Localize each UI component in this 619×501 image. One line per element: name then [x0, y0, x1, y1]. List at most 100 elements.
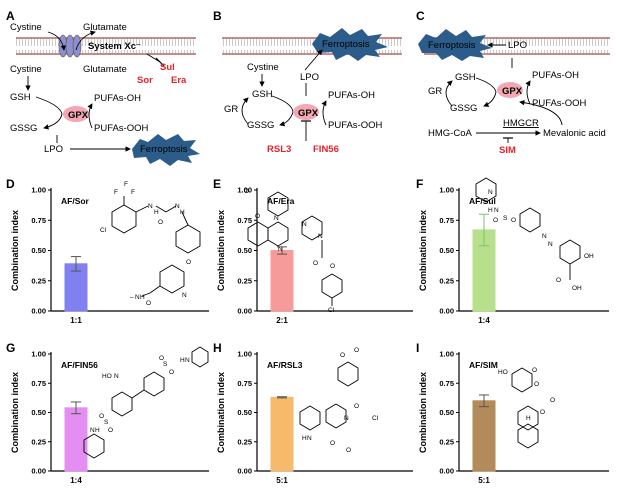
y-tick-label-e-2: 0.50 [237, 246, 252, 255]
y-tick-label-e-3: 0.75 [237, 216, 252, 225]
atom-o4: O [330, 263, 335, 270]
y-tick-label-g-2: 0.50 [31, 408, 46, 417]
label-gsh-c: GSH [455, 72, 476, 83]
atom-o2: O [534, 381, 539, 388]
label-cystine-out: Cystine [10, 22, 42, 33]
atom-n4: N [318, 233, 323, 240]
structure-sulfasalazine: N H N S O O N N OH O OH [475, 177, 594, 292]
chart-title-g: AF/FIN56 [61, 360, 98, 370]
atom-h: H [526, 415, 531, 422]
panel-g-letter: G [6, 341, 15, 355]
y-tick-label-h-2: 0.50 [237, 408, 252, 417]
atom-n1: N [488, 189, 493, 196]
y-tick-label-f-2: 0.50 [439, 246, 454, 255]
label-gssg-c: GSSG [450, 103, 477, 114]
y-tick-label-f-1: 0.25 [439, 276, 454, 285]
atom-h1: H [154, 209, 159, 216]
atom-n3: N [182, 292, 187, 299]
chart-title-h: AF/RSL3 [267, 360, 303, 370]
y-axis-label-g: Combination index [10, 372, 20, 453]
y-tick-label-h-0: 0.00 [237, 467, 252, 476]
atom-o2: O [511, 217, 516, 224]
atom-cl: Cl [328, 307, 335, 314]
gpx-enzyme-b [293, 104, 319, 120]
atom-n1: N [185, 357, 190, 364]
atom-o3: O [540, 409, 545, 416]
atom-cl: Cl [100, 227, 107, 234]
y-tick-label-i-1: 0.25 [439, 437, 454, 446]
label-gssg-b: GSSG [247, 120, 274, 131]
atom-n1: N [148, 203, 153, 210]
label-gr-b: GR [224, 104, 238, 115]
atom-n2: N [494, 207, 499, 214]
y-tick-label-i-0: 0.00 [439, 467, 454, 476]
atom-f3: F [131, 189, 135, 196]
chart-title-i: AF/SIM [469, 360, 498, 370]
inhibitor-fin56: FIN56 [313, 144, 339, 155]
label-gpx-c: GPX [502, 86, 523, 97]
y-tick-label-d-4: 1.00 [31, 186, 46, 195]
y-tick-label-d-1: 0.25 [31, 276, 46, 285]
y-tick-label-g-4: 1.00 [31, 350, 46, 359]
panel-c: C Ferroptosis LPO GSH GR GSSG GPX PUFAs-… [416, 9, 610, 156]
atom-o3: O [556, 277, 561, 284]
atom-h3: H [140, 294, 145, 301]
atom-s2: S [104, 419, 109, 426]
y-tick-label-i-4: 1.00 [439, 350, 454, 359]
atom-o4: O [330, 440, 335, 447]
y-tick-label-f-3: 0.75 [439, 216, 454, 225]
label-cystine-in: Cystine [10, 64, 42, 75]
atom-o3: O [313, 260, 318, 267]
bar-i [472, 400, 496, 472]
label-hmgcoa: HMG-CoA [428, 128, 472, 139]
label-glutamate-in: Glutamate [83, 64, 127, 75]
atom-n1: N [274, 215, 279, 222]
chart-title-e: AF/Era [267, 196, 295, 206]
label-system-xc: System Xc⁻ [88, 41, 141, 52]
inhibitor-sul: Sul [160, 62, 175, 73]
atom-n3: N [542, 233, 547, 240]
label-pufa-oh-a: PUFAs-OH [94, 93, 141, 104]
label-pufa-ooh-c: PUFAs-OOH [532, 98, 587, 109]
label-mevalonic-acid: Mevalonic acid [543, 128, 606, 139]
atom-f1: F [114, 189, 118, 196]
atom-o1: O [244, 188, 249, 195]
category-label-d: 1:1 [70, 316, 82, 325]
panel-e-letter: E [213, 177, 221, 191]
y-axis-label-f: Combination index [418, 210, 428, 291]
label-lpo-c: LPO [508, 40, 527, 51]
atom-n2: N [278, 246, 283, 253]
y-tick-label-f-4: 1.00 [439, 186, 454, 195]
y-tick-label-g-1: 0.25 [31, 437, 46, 446]
atom-o5: O [346, 447, 351, 454]
label-gsh-a: GSH [10, 92, 31, 103]
label-ferroptosis-b: Ferroptosis [322, 39, 370, 50]
ferroptosis-burst-c [418, 29, 492, 61]
atom-ho: HO [102, 373, 112, 380]
atom-oh2: OH [572, 285, 582, 292]
label-pufa-ooh-b: PUFAs-OOH [328, 120, 383, 131]
atom-n2: N [175, 203, 180, 210]
atom-o1: O [340, 352, 345, 359]
category-label-g: 1:4 [70, 476, 82, 485]
y-axis-label-e: Combination index [216, 210, 226, 291]
atom-s: S [503, 215, 508, 222]
atom-o3: O [354, 403, 359, 410]
atom-o3: O [146, 300, 151, 307]
y-tick-label-d-2: 0.50 [31, 246, 46, 255]
chart-title-f: AF/Sul [469, 196, 496, 206]
label-lpo-a: LPO [44, 144, 63, 155]
bar-g [64, 407, 88, 472]
y-tick-label-i-3: 0.75 [439, 379, 454, 388]
atom-h: H [488, 207, 493, 214]
label-gpx-b: GPX [298, 108, 319, 119]
label-pufa-ooh-a: PUFAs-OOH [94, 123, 149, 134]
structure-simvastatin: HO O O O O H [498, 367, 555, 449]
atom-s1: S [163, 361, 168, 368]
category-label-e: 2:1 [276, 316, 288, 325]
ferroptosis-burst-b [312, 28, 388, 61]
structure-erastin: O O N N N N O O Cl [244, 188, 343, 314]
bar-h [270, 396, 294, 472]
y-tick-label-e-0: 0.00 [237, 307, 252, 316]
y-tick-label-g-0: 0.00 [31, 467, 46, 476]
